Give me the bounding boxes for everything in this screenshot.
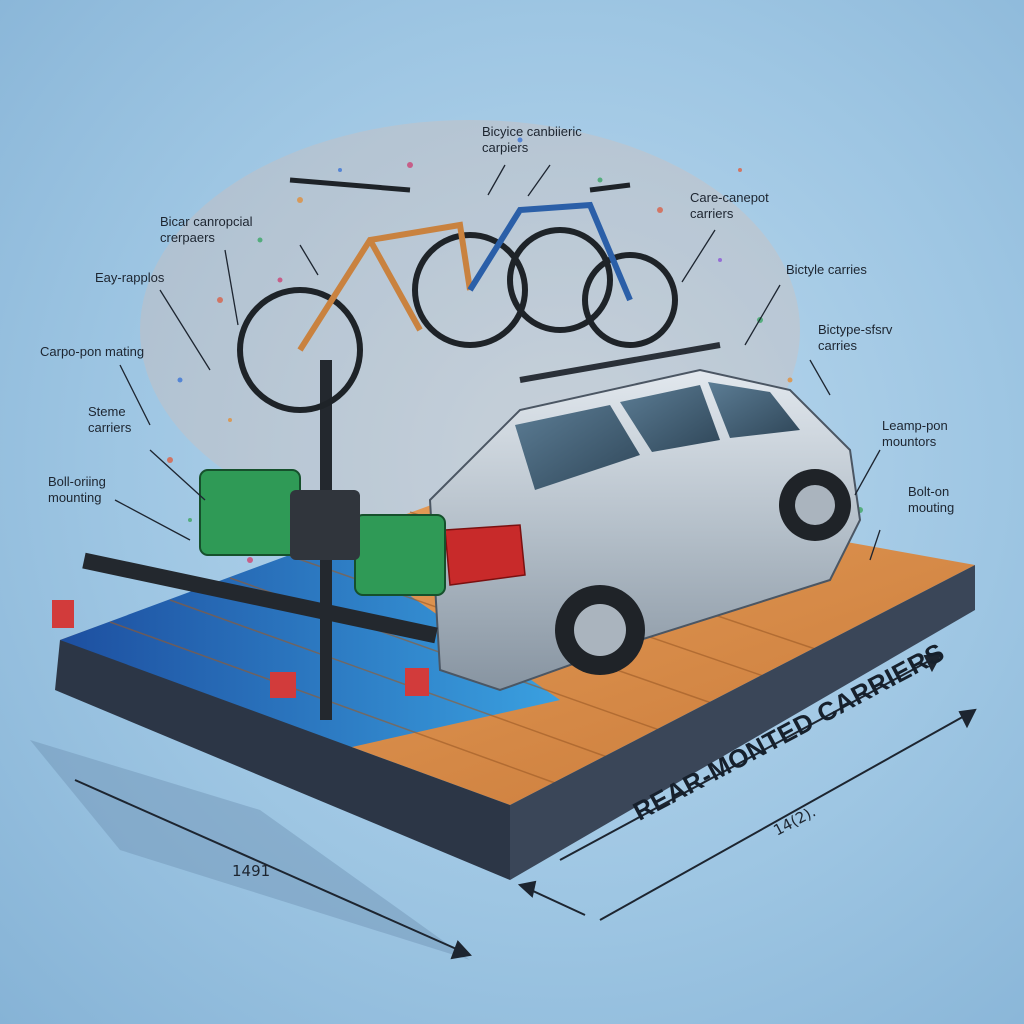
leader-lines [114, 164, 881, 561]
car [428, 342, 862, 692]
dimension-label-left: 1491 [232, 862, 271, 880]
callout-bicycle-carries: Bictyle carries [786, 262, 867, 277]
platform [55, 480, 975, 880]
callout-carpo-mating: Carpo-pon mating [40, 344, 145, 359]
ground-shadow [30, 740, 470, 960]
bicycles [237, 177, 678, 413]
callout-easy-apples: Eay-rapplos [95, 270, 165, 285]
dimension-lines [74, 653, 977, 960]
bike-rack [52, 360, 446, 720]
